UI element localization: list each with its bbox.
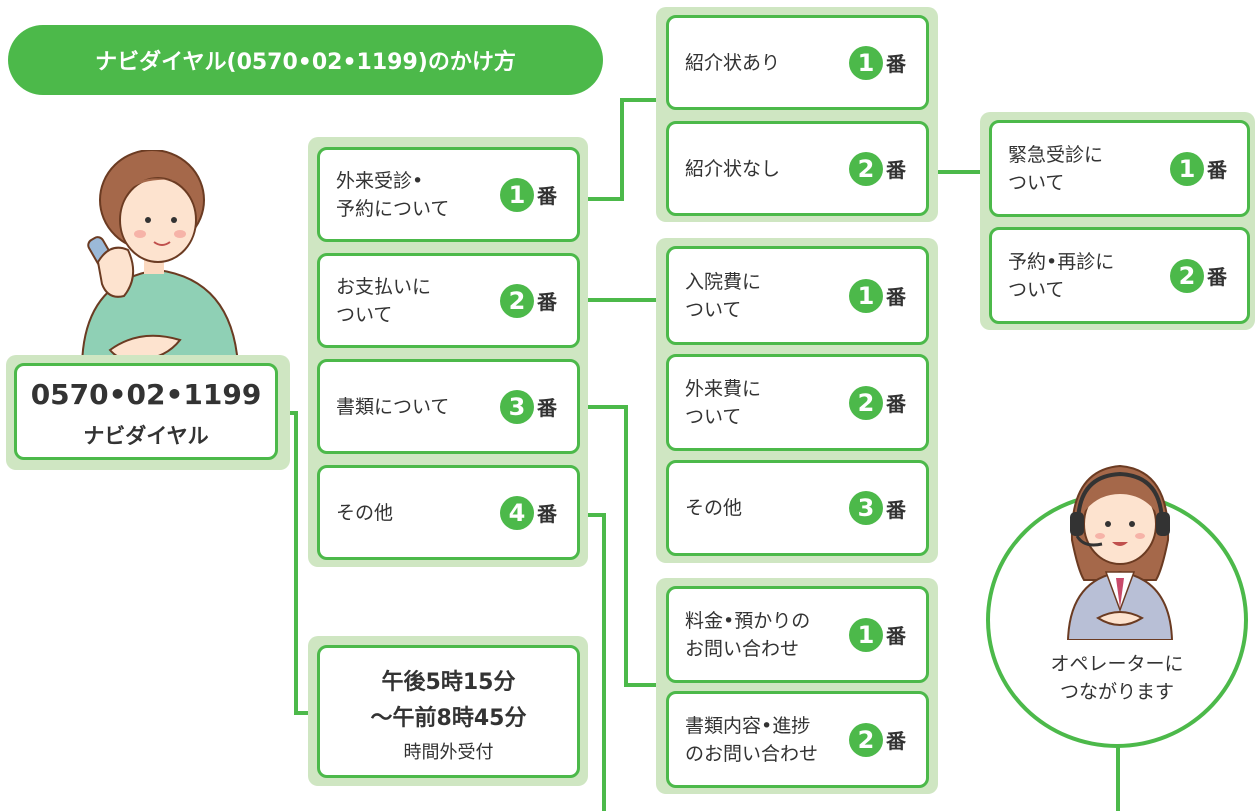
number-badge: 4 — [500, 495, 534, 530]
ban-label: 番 — [1207, 265, 1227, 289]
menu-item-label: 紹介状あり — [685, 51, 781, 74]
after-hours-line1: 午後5時15分 — [381, 670, 516, 695]
ban-label: 番 — [886, 52, 906, 76]
number-badge: 2 — [849, 385, 883, 420]
connector — [578, 197, 624, 201]
menu-item-label: 書類について — [336, 395, 450, 418]
menu-item-label: その他 — [336, 501, 394, 524]
ban-label: 番 — [886, 392, 906, 416]
operator-illustration — [1066, 464, 1174, 640]
start-box: 0570•02•1199 ナビダイヤル — [14, 363, 278, 460]
ban-label: 番 — [886, 624, 906, 648]
number-badge: 2 — [1170, 258, 1204, 293]
ban-label: 番 — [537, 184, 557, 208]
menu-item-label: その他 — [685, 497, 743, 519]
number-badge: 1 — [849, 617, 883, 652]
start-number: 0570•02•1199 — [30, 378, 262, 411]
connector — [602, 513, 606, 811]
connector — [578, 405, 628, 409]
connector — [294, 711, 320, 715]
connector — [930, 170, 992, 174]
title-text: ナビダイヤル(0570•02•1199)のかけ方 — [95, 50, 516, 75]
ban-label: 番 — [886, 158, 906, 182]
number-badge: 1 — [849, 45, 883, 80]
title-banner: ナビダイヤル(0570•02•1199)のかけ方 — [8, 25, 603, 95]
ban-label: 番 — [886, 497, 906, 522]
connector — [294, 411, 298, 715]
ban-label: 番 — [537, 396, 557, 420]
operator-text: オペレーターに つながります — [1050, 653, 1184, 703]
number-badge: 3 — [849, 491, 883, 525]
menu-item-label: 外来費に ついて — [685, 377, 762, 428]
menu-item-label: 入院費に ついて — [685, 270, 762, 321]
connector — [578, 298, 666, 302]
ban-label: 番 — [1207, 158, 1227, 182]
menu-item-label: お支払いに ついて — [336, 275, 432, 326]
menu-item-label: 外来受診• 予約について — [336, 169, 450, 220]
ban-label: 番 — [886, 285, 906, 309]
number-badge: 1 — [1170, 151, 1204, 186]
menu-item-label: 紹介状なし — [685, 157, 781, 180]
connector — [620, 98, 668, 102]
caller-illustration — [80, 150, 240, 365]
menu-item-label: 書類内容•進捗 のお問い合わせ — [685, 714, 819, 765]
after-hours-line3: 時間外受付 — [403, 742, 494, 763]
after-hours-line2: 〜午前8時45分 — [370, 706, 527, 731]
ban-label: 番 — [537, 290, 557, 314]
number-badge: 1 — [849, 278, 883, 313]
menu-item-label: 予約•再診に ついて — [1008, 250, 1115, 301]
number-badge: 2 — [500, 283, 534, 318]
ban-label: 番 — [886, 729, 906, 753]
connector — [624, 405, 628, 687]
number-badge: 1 — [500, 177, 534, 212]
after-hours-box: 午後5時15分 〜午前8時45分 時間外受付 — [317, 645, 580, 778]
start-name: ナビダイヤル — [83, 424, 209, 448]
ban-label: 番 — [537, 502, 557, 526]
connector — [578, 513, 606, 517]
connector — [1116, 744, 1120, 811]
number-badge: 3 — [500, 389, 534, 424]
connector — [620, 98, 624, 201]
menu-item-label: 料金•預かりの お問い合わせ — [685, 609, 811, 660]
menu-item-label: 緊急受診に ついて — [1008, 143, 1104, 194]
number-badge: 2 — [849, 722, 883, 757]
number-badge: 2 — [849, 151, 883, 186]
connector — [624, 683, 668, 687]
